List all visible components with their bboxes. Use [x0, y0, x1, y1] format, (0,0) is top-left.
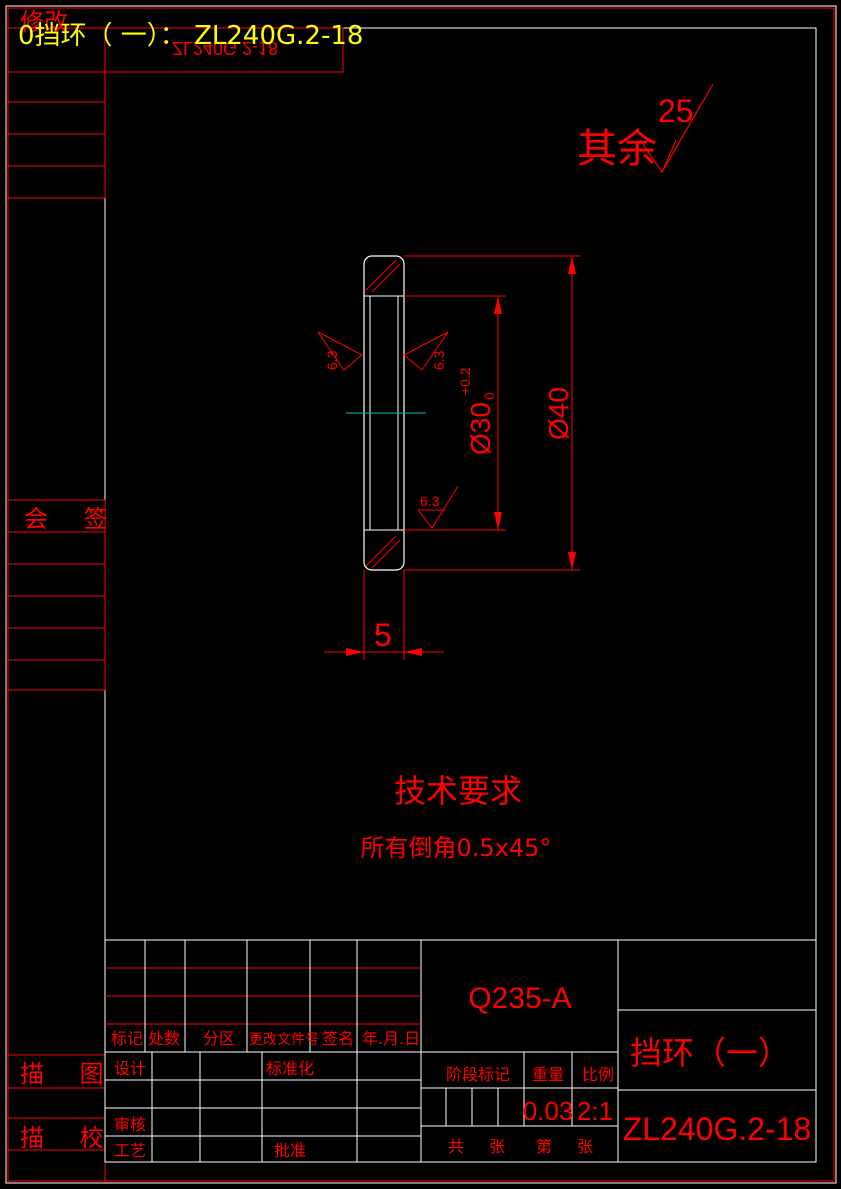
weight-value: 0.03: [523, 1096, 574, 1126]
review-label: 审核: [114, 1115, 146, 1134]
process-label: 工艺: [114, 1141, 146, 1160]
code-box: [104, 27, 344, 73]
width-dim: 5: [374, 617, 392, 653]
header-cell: 更改文件号: [249, 1032, 319, 1048]
inner-dia: Ø30: [465, 402, 496, 455]
dim-outer: Ø40: [404, 255, 580, 571]
outer-dia: Ø40: [543, 387, 574, 440]
scale-label: 比例: [582, 1065, 614, 1084]
surface-inner-bottom: 6.3: [420, 493, 440, 509]
notes-line1: 所有倒角0.5x45°: [361, 834, 552, 862]
remaining-value: 25: [658, 93, 694, 129]
material: Q235-A: [468, 982, 571, 1015]
design-label: 设计: [114, 1059, 146, 1078]
header-cell: 分区: [203, 1029, 235, 1048]
weight-label: 重量: [532, 1065, 564, 1084]
header-cell: 签名: [322, 1029, 354, 1048]
remaining-label: 其余: [577, 126, 657, 172]
notes-title: 技术要求: [394, 772, 522, 810]
surface-left-inner: 6.3: [431, 350, 447, 370]
header-cell: 年.月.日: [362, 1029, 420, 1048]
header-cell: 标记: [111, 1029, 143, 1048]
part-code: ZL240G.2-18: [623, 1111, 812, 1147]
title-block: Q235-A 挡环（一） ZL240G.2-18 标记 处数 分区 更改文件号 …: [104, 939, 817, 1163]
stage-label: 阶段标记: [446, 1065, 510, 1084]
approve-label: 批准: [274, 1141, 306, 1160]
outer-frame: [5, 5, 837, 1184]
inner-tol-upper: +0.2: [457, 367, 473, 395]
modify-label: 修改: [20, 8, 68, 36]
surface-left-outer: 6.3: [324, 350, 340, 370]
countersign-label: 会 签: [24, 505, 122, 533]
header-cell: 处数: [148, 1029, 180, 1048]
scale-value: 2:1: [577, 1096, 613, 1126]
left-strip: 修改 会 签 描 图 描 校: [7, 8, 122, 1182]
part-name: 挡环（一）: [630, 1034, 790, 1072]
inner-tol-lower: 0: [481, 392, 497, 400]
sheets-total: 共 张: [448, 1137, 515, 1156]
mirror-code: ZL240G.2-18: [172, 38, 278, 58]
check-label: 描 校: [20, 1124, 118, 1152]
part-section: [346, 255, 426, 571]
surface-symbols: 6.3 6.3 6.3: [317, 331, 459, 529]
surface-remaining: 其余 25: [577, 83, 714, 174]
dim-inner: Ø30 +0.2 0: [404, 295, 506, 531]
standardization-label: 标准化: [266, 1059, 314, 1078]
dim-width: 5: [324, 570, 444, 660]
inner-frame: [104, 27, 817, 1163]
trace-label: 描 图: [20, 1060, 118, 1088]
sheet-no: 第 张: [536, 1137, 603, 1156]
header-title: 0挡环（ 一）： ZL240G.2-18: [18, 21, 363, 51]
